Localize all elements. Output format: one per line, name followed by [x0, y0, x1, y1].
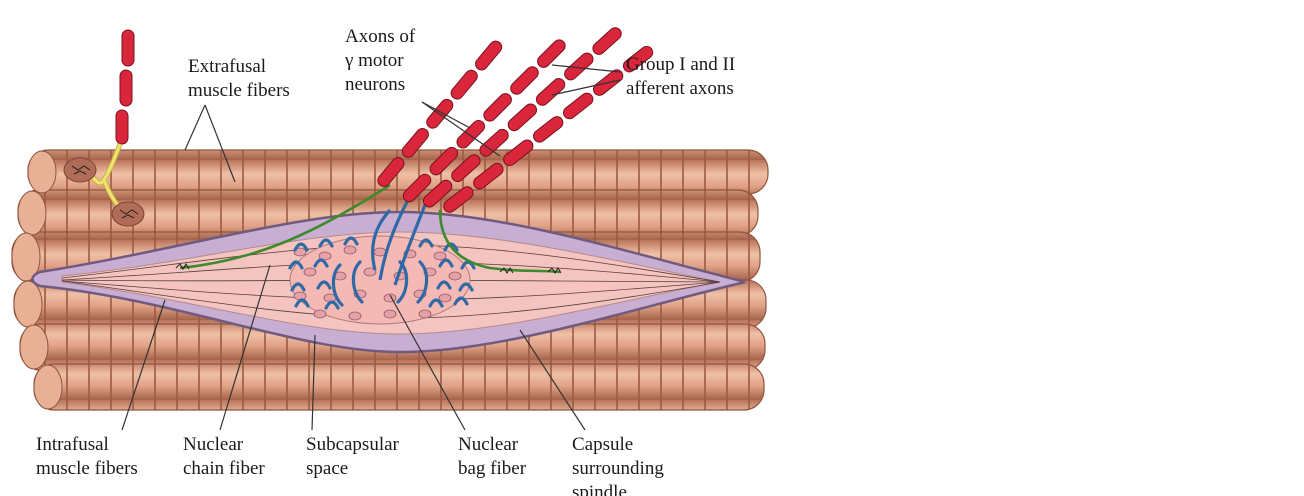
label-capsule: Capsule surrounding spindle	[572, 434, 669, 496]
label-gamma-axons: Axons of γ motor neurons	[344, 26, 420, 95]
label-intrafusal: Intrafusal muscle fibers	[36, 434, 138, 479]
label-subcapsular: Subcapsular space	[306, 434, 404, 479]
label-extrafusal: Extrafusal muscle fibers	[188, 56, 290, 101]
label-group-afferent: Group I and II afferent axons	[626, 54, 740, 99]
label-nuclear-bag: Nuclear bag fiber	[458, 434, 527, 479]
label-nuclear-chain: Nuclear chain fiber	[183, 434, 265, 479]
